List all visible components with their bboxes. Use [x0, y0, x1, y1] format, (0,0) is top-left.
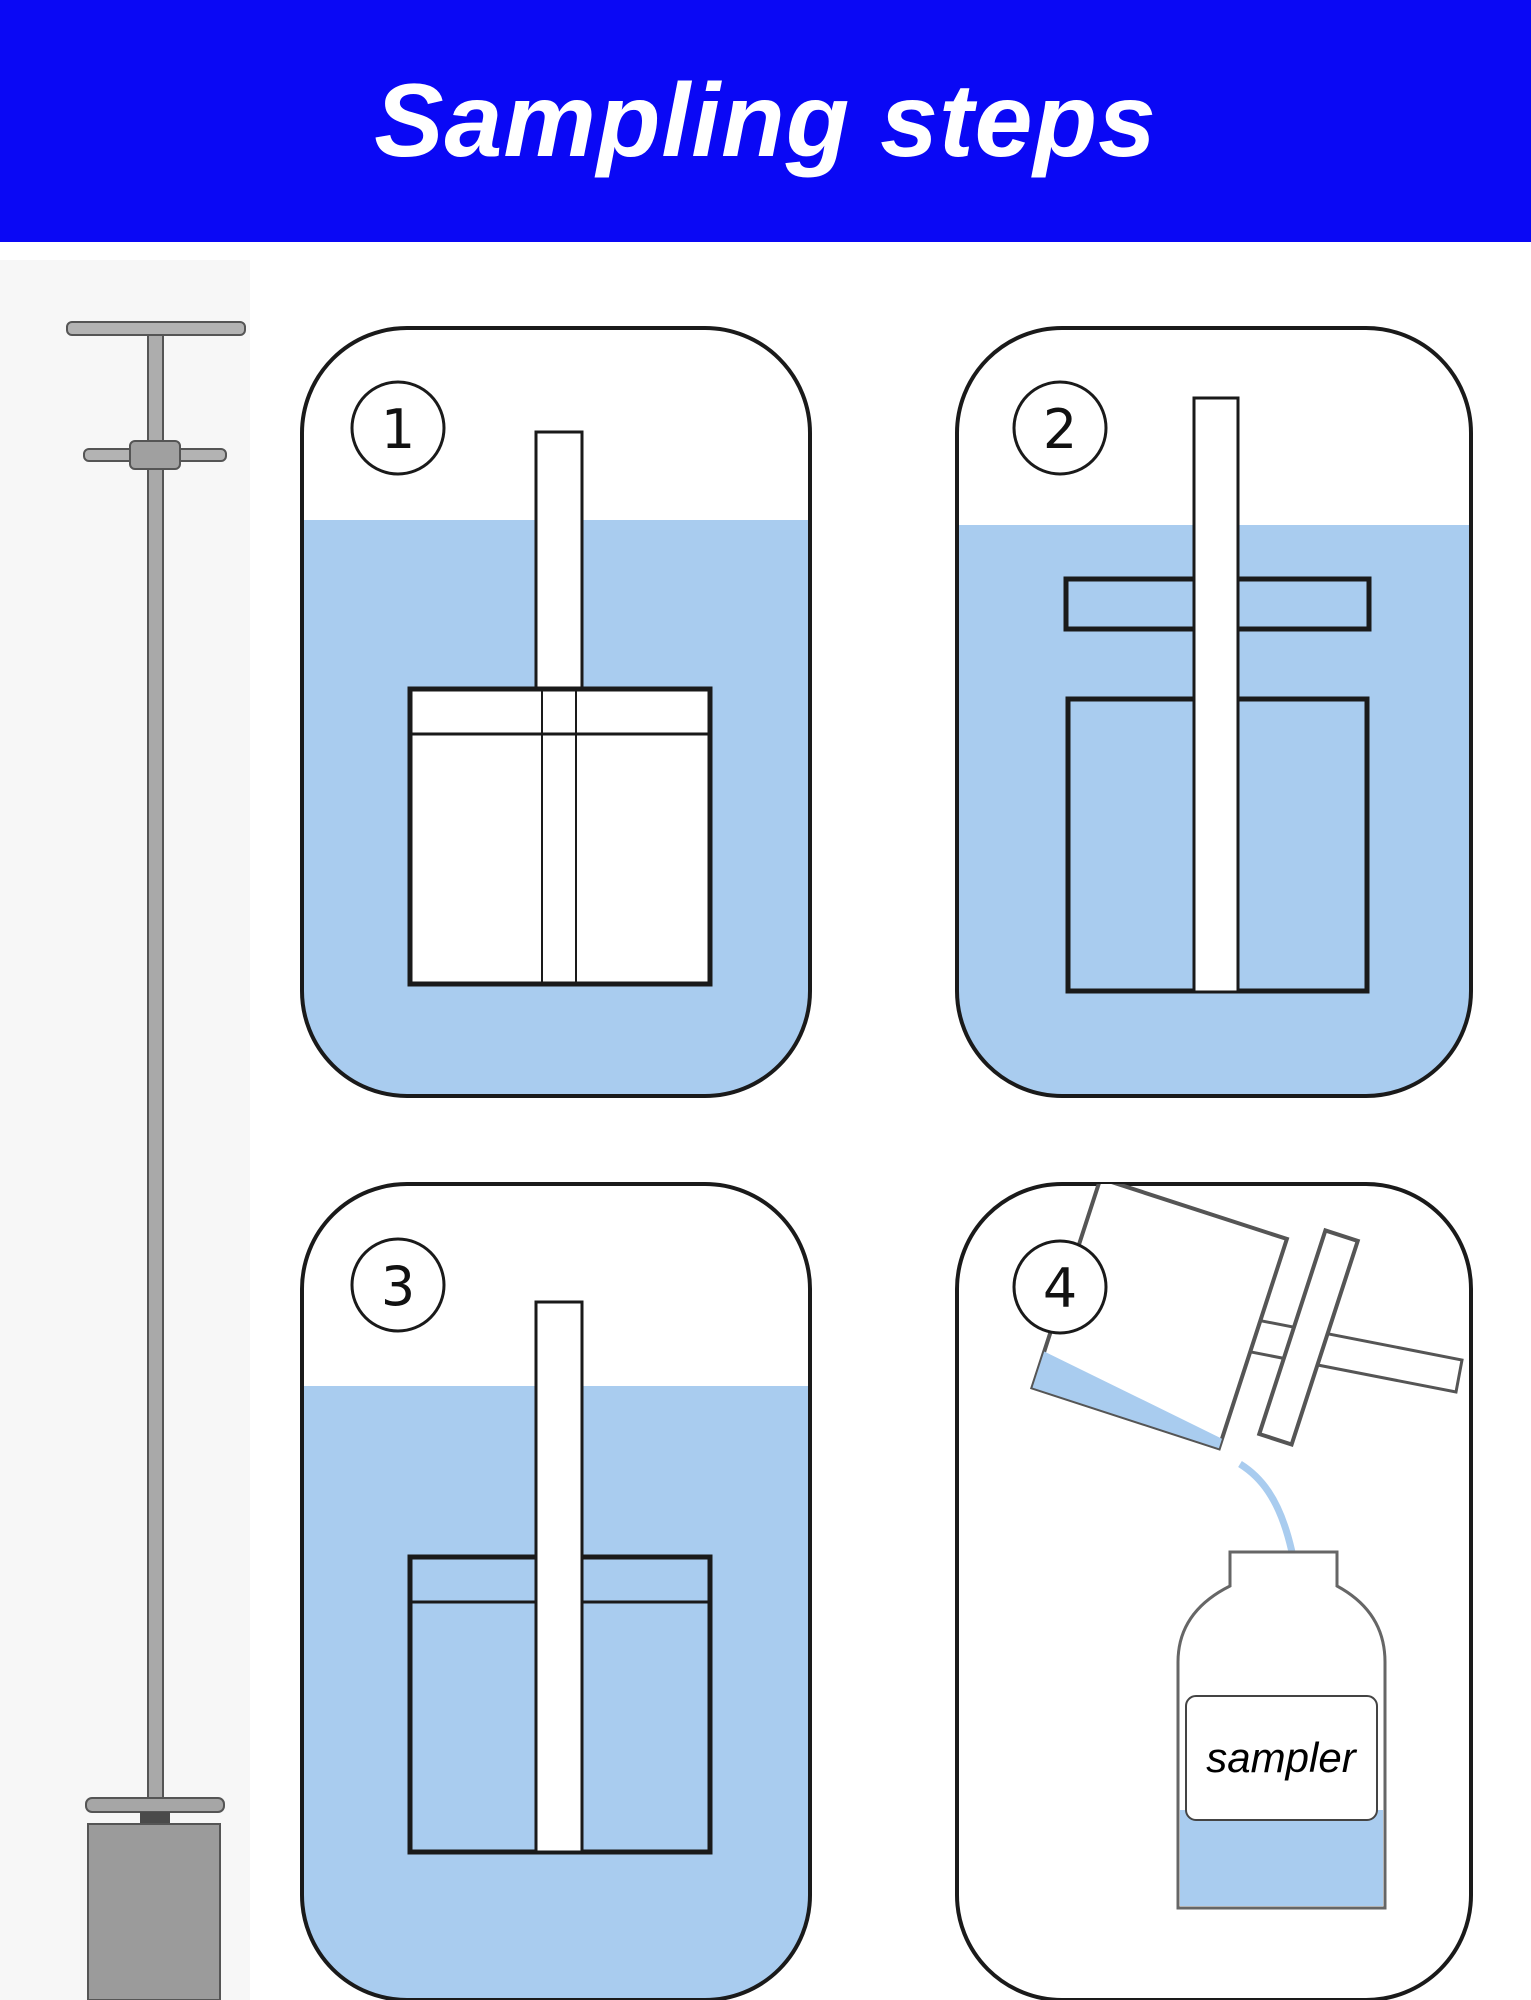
step-3-panel: 3: [300, 1182, 812, 2000]
sampler-cup: [407, 430, 713, 987]
sampler-cup-open: [1063, 396, 1372, 994]
bottle-label: [1185, 1695, 1378, 1821]
step-number-badge: [350, 380, 446, 476]
page-title: Sampling steps: [374, 63, 1157, 179]
step-4-panel: sampler 4: [955, 1182, 1473, 2000]
sample-bottle: sampler: [1176, 1550, 1387, 1910]
sampling-diagram: 1 2 3: [0, 260, 1473, 2000]
title-banner: Sampling steps: [0, 0, 1531, 242]
sampler-tool-illustration: [0, 260, 250, 2000]
step-number: 3: [381, 1255, 415, 1318]
step-1-panel: 1: [300, 326, 812, 1098]
sampler-cup-closed: [407, 1300, 713, 1855]
step-number: 2: [1043, 398, 1077, 461]
bottle-label-text: sampler: [1206, 1734, 1357, 1781]
step-number-badge: [1012, 1239, 1108, 1335]
step-2-panel: 2: [955, 326, 1473, 1098]
step-number-badge: [1012, 380, 1108, 476]
step-number-badge: [350, 1237, 446, 1333]
step-number: 4: [1043, 1257, 1077, 1320]
step-number: 1: [381, 398, 415, 461]
